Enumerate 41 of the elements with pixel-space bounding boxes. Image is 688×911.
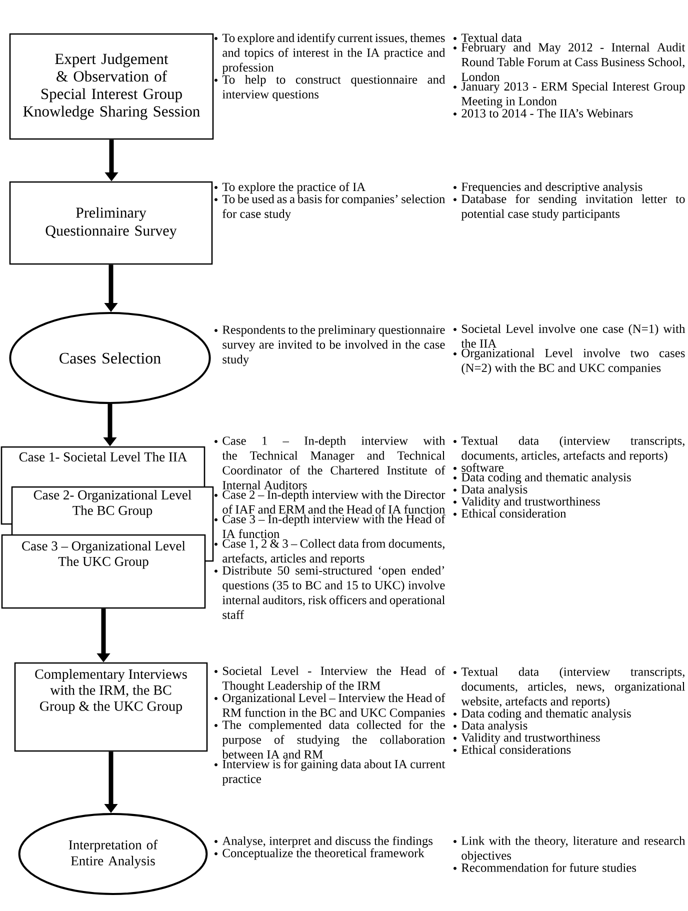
bullet-text: Respondents to the preliminary questionnaire survey are invited to be involved in the case study (214, 325, 445, 366)
bullet-text: Organizational Level involve two cases (N=2) with the BC and UKC companies (454, 348, 685, 375)
bullet-text: Validity and trustworthiness (454, 733, 600, 744)
bullet-text: Case 3 – In-depth interview with the Head of IA function (214, 514, 446, 538)
bullet-text: 2013 to 2014 - The IIA’s Webinars (454, 108, 633, 118)
bullet-text: software (454, 463, 504, 472)
bullet-text: Data analysis (454, 484, 528, 496)
bullet-text: Conceptualize the theoretical framework (214, 848, 424, 860)
bullet-text: Ethical considerations (454, 745, 571, 754)
bullet-text: Recommendation for future studies (454, 863, 636, 872)
process-box: Complementary Interviews with the IRM, the BC Group & the UKC Group (14, 662, 208, 752)
bullet-text: Frequencies and descriptive analysis (454, 182, 642, 194)
bullet-text: Textual data (454, 33, 522, 42)
bullet-text: Validity and trustworthiness (454, 496, 600, 508)
bullet-text: Societal Level involve one case (N=1) with the IIA (454, 324, 686, 348)
bullet-text: Data analysis (454, 720, 528, 732)
bullet-text: Case 1, 2 & 3 – Collect data from documents, artefacts, articles and reports (214, 538, 444, 566)
bullet-text: Link with the theory, literature and research objectives (454, 836, 686, 862)
bullet-text: Organizational Level – Interview the Head of RM function in the BC and UKC Companies (214, 693, 446, 720)
bullet-text: January 2013 - ERM Special Interest Group Meeting in London (454, 82, 685, 108)
process-box: Preliminary Questionnaire Survey (9, 181, 213, 265)
bullet-text: Textual data (interview transcripts, documents, articles, artefacts and reports) (454, 436, 684, 462)
process-box: Case 3 – Organizational Level The UKC Group (1, 534, 206, 609)
bullet-text: To be used as a basis for companies’ selection for case study (214, 194, 446, 221)
bullet-text: The complemented data collected for the purpose of studying the collaboration between IA and RM (214, 720, 446, 759)
bullet-text: February and May 2012 - Internal Audit Round Table Forum at Cass Business School, London (454, 42, 686, 82)
process-box: Expert Judgement & Observation of Special Interest Group Knowledge Sharing Session (9, 33, 214, 140)
bullet-text: Analyse, interpret and discuss the findings (214, 836, 433, 848)
bullet-text: To explore and identify current issues, themes and topics of interest in the IA practice and profession (214, 33, 446, 74)
bullet-text: Data coding and thematic analysis (454, 472, 631, 484)
bullet-text: Case 2 – In-depth interview with the Director of IAF and ERM and the Head of IA function (214, 490, 446, 514)
bullet-text: Case 1 – In-depth interview with the Technical Manager and Technical Coordinator of the Chartered Institute of Internal Auditors (214, 436, 446, 490)
bullet-text: Distribute 50 semi-structured ‘open ended’ questions (35 to BC and 15 to UKC) involve internal auditors, risk officers and operational staff (214, 566, 445, 619)
bullet-text: To explore the practice of IA (214, 182, 366, 194)
bullet-text: Data coding and thematic analysis (454, 708, 631, 720)
bullet-text: Database for sending invitation letter to potential case study participants (454, 194, 685, 220)
bullet-text: Societal Level - Interview the Head of Thought Leadership of the IRM (214, 666, 446, 692)
bullet-text: Interview is for gaining data about IA current practice (214, 759, 446, 786)
bullet-text: Textual data (interview transcripts, documents, articles, news, organizational website, artefacts and reports) (454, 667, 685, 708)
bullet-text: To help to construct questionnaire and interview questions (214, 74, 446, 102)
bullet-text: Ethical consideration (454, 508, 566, 518)
